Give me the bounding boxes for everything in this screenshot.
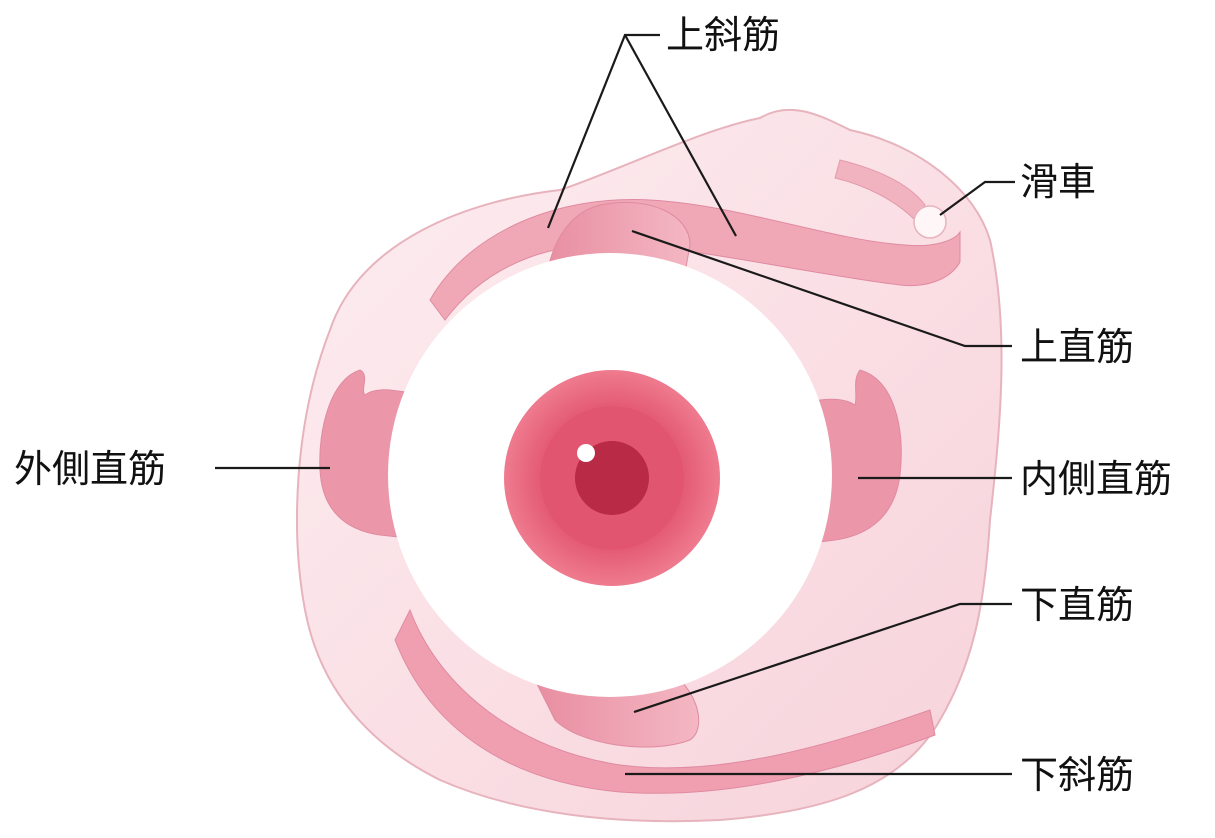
- label-superior-rectus: 上直筋: [1020, 325, 1134, 369]
- label-medial-rectus: 内側直筋: [1020, 457, 1172, 501]
- label-inferior-oblique: 下斜筋: [1020, 753, 1134, 797]
- label-inferior-rectus: 下直筋: [1020, 583, 1134, 627]
- label-trochlea: 滑車: [1020, 160, 1096, 204]
- pupil-highlight: [577, 444, 595, 462]
- label-lateral-rectus: 外側直筋: [14, 447, 166, 491]
- label-superior-oblique: 上斜筋: [666, 13, 780, 57]
- trochlea: [914, 206, 946, 238]
